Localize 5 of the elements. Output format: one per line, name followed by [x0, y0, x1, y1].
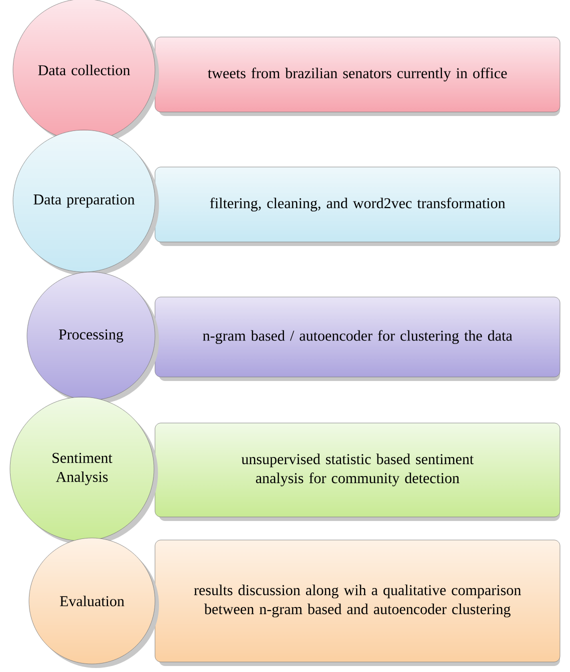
step-box: tweets from brazilian senators currently in office — [154, 36, 560, 116]
step-box: unsupervised statistic based sentiment analysis for community detection — [154, 422, 560, 521]
step-box: results discussion along wih a qualitative comparison between n-gram based and autoencoder clustering — [154, 540, 560, 666]
step-box: filtering, cleaning, and word2vec transformation — [154, 166, 560, 246]
step-box: n-gram based / autoencoder for clustering the data — [154, 296, 560, 381]
